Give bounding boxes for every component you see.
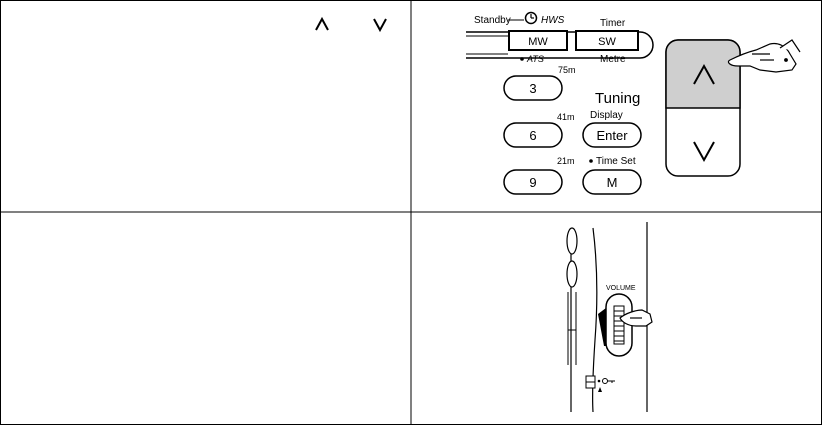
pointing-hand-icon <box>727 39 801 73</box>
tuning-up-chevron-icon <box>693 63 715 85</box>
tuning-up-button <box>665 39 741 109</box>
arrow-up-icon <box>598 387 602 392</box>
chevron-up-icon <box>315 16 329 31</box>
band-41m-label: 41m <box>557 112 575 122</box>
tuning-label: Tuning <box>595 90 640 107</box>
key-9-label: 9 <box>529 175 536 190</box>
enter-label: Enter <box>596 128 628 143</box>
display-label: Display <box>590 110 623 121</box>
timer-label: Timer <box>600 18 626 29</box>
volume-wheel <box>613 305 625 345</box>
m-key-label: M <box>607 175 618 190</box>
volume-level-wedge-icon <box>598 308 606 346</box>
key-6 <box>503 122 563 148</box>
key-icon <box>602 378 615 384</box>
hws-label: HWS <box>541 15 565 26</box>
band-75m-label: 75m <box>558 65 576 75</box>
volume-label: VOLUME <box>606 285 636 292</box>
m-key <box>582 169 642 195</box>
ats-label: ATS <box>526 54 544 64</box>
mw-key <box>508 30 568 51</box>
chevron-down-icon <box>373 18 387 33</box>
mw-label: MW <box>528 36 548 48</box>
sw-key <box>575 30 639 51</box>
enter-key <box>582 122 642 148</box>
radio-keypad-illustration: Standby HWS Timer MW SW ATS Metre 75m 3 … <box>466 11 801 195</box>
standby-label: Standby <box>474 15 511 26</box>
time-set-label: Time Set <box>596 156 636 167</box>
key-9 <box>503 169 563 195</box>
key-3-label: 3 <box>529 81 536 96</box>
band-21m-label: 21m <box>557 156 575 166</box>
clock-icon <box>524 11 538 25</box>
side-volume-illustration: VOLUME <box>566 222 653 413</box>
key-6-label: 6 <box>529 128 536 143</box>
tuning-down-chevron-icon <box>693 141 715 163</box>
pointing-hand-icon <box>619 309 653 327</box>
key-3 <box>503 75 563 101</box>
sw-label: SW <box>598 36 616 48</box>
metre-label: Metre <box>600 54 626 65</box>
